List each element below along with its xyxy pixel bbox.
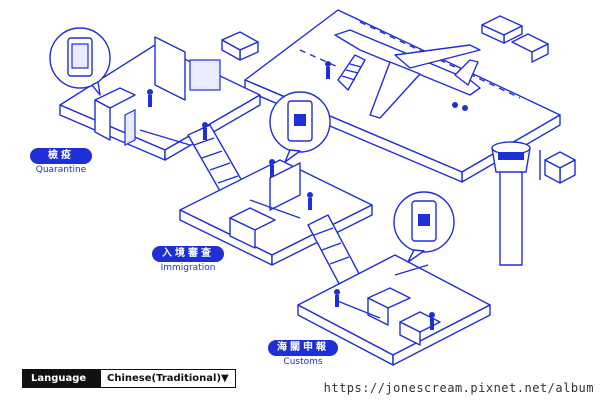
airplane-icon [334, 29, 481, 119]
quarantine-subtitle: Quarantine [35, 165, 87, 175]
ground-vehicle [221, 31, 259, 61]
customs-platform [297, 254, 491, 366]
quarantine-platform [59, 36, 261, 161]
phone-icon [49, 27, 111, 96]
language-label: Language [23, 370, 101, 387]
immigration-title: 入境審查 [152, 246, 224, 262]
people [147, 61, 435, 330]
language-dropdown[interactable]: Chinese(Traditional)▼ [101, 370, 235, 387]
customs-subtitle: Customs [283, 357, 323, 367]
truck-icon [481, 15, 549, 63]
forklift-icon [539, 150, 576, 184]
boarding-stairs [337, 54, 366, 91]
language-selector[interactable]: Language Chinese(Traditional)▼ [22, 369, 236, 388]
qr-phone-icon [269, 91, 331, 163]
control-tower-icon [491, 141, 531, 266]
customs-title: 海關申報 [268, 340, 338, 356]
watermark-url: https://jonescream.pixnet.net/album [323, 381, 594, 395]
quarantine-title: 檢疫 [30, 148, 92, 164]
qr-phone-icon-2 [393, 191, 455, 263]
immigration-subtitle: Immigration [160, 263, 216, 273]
